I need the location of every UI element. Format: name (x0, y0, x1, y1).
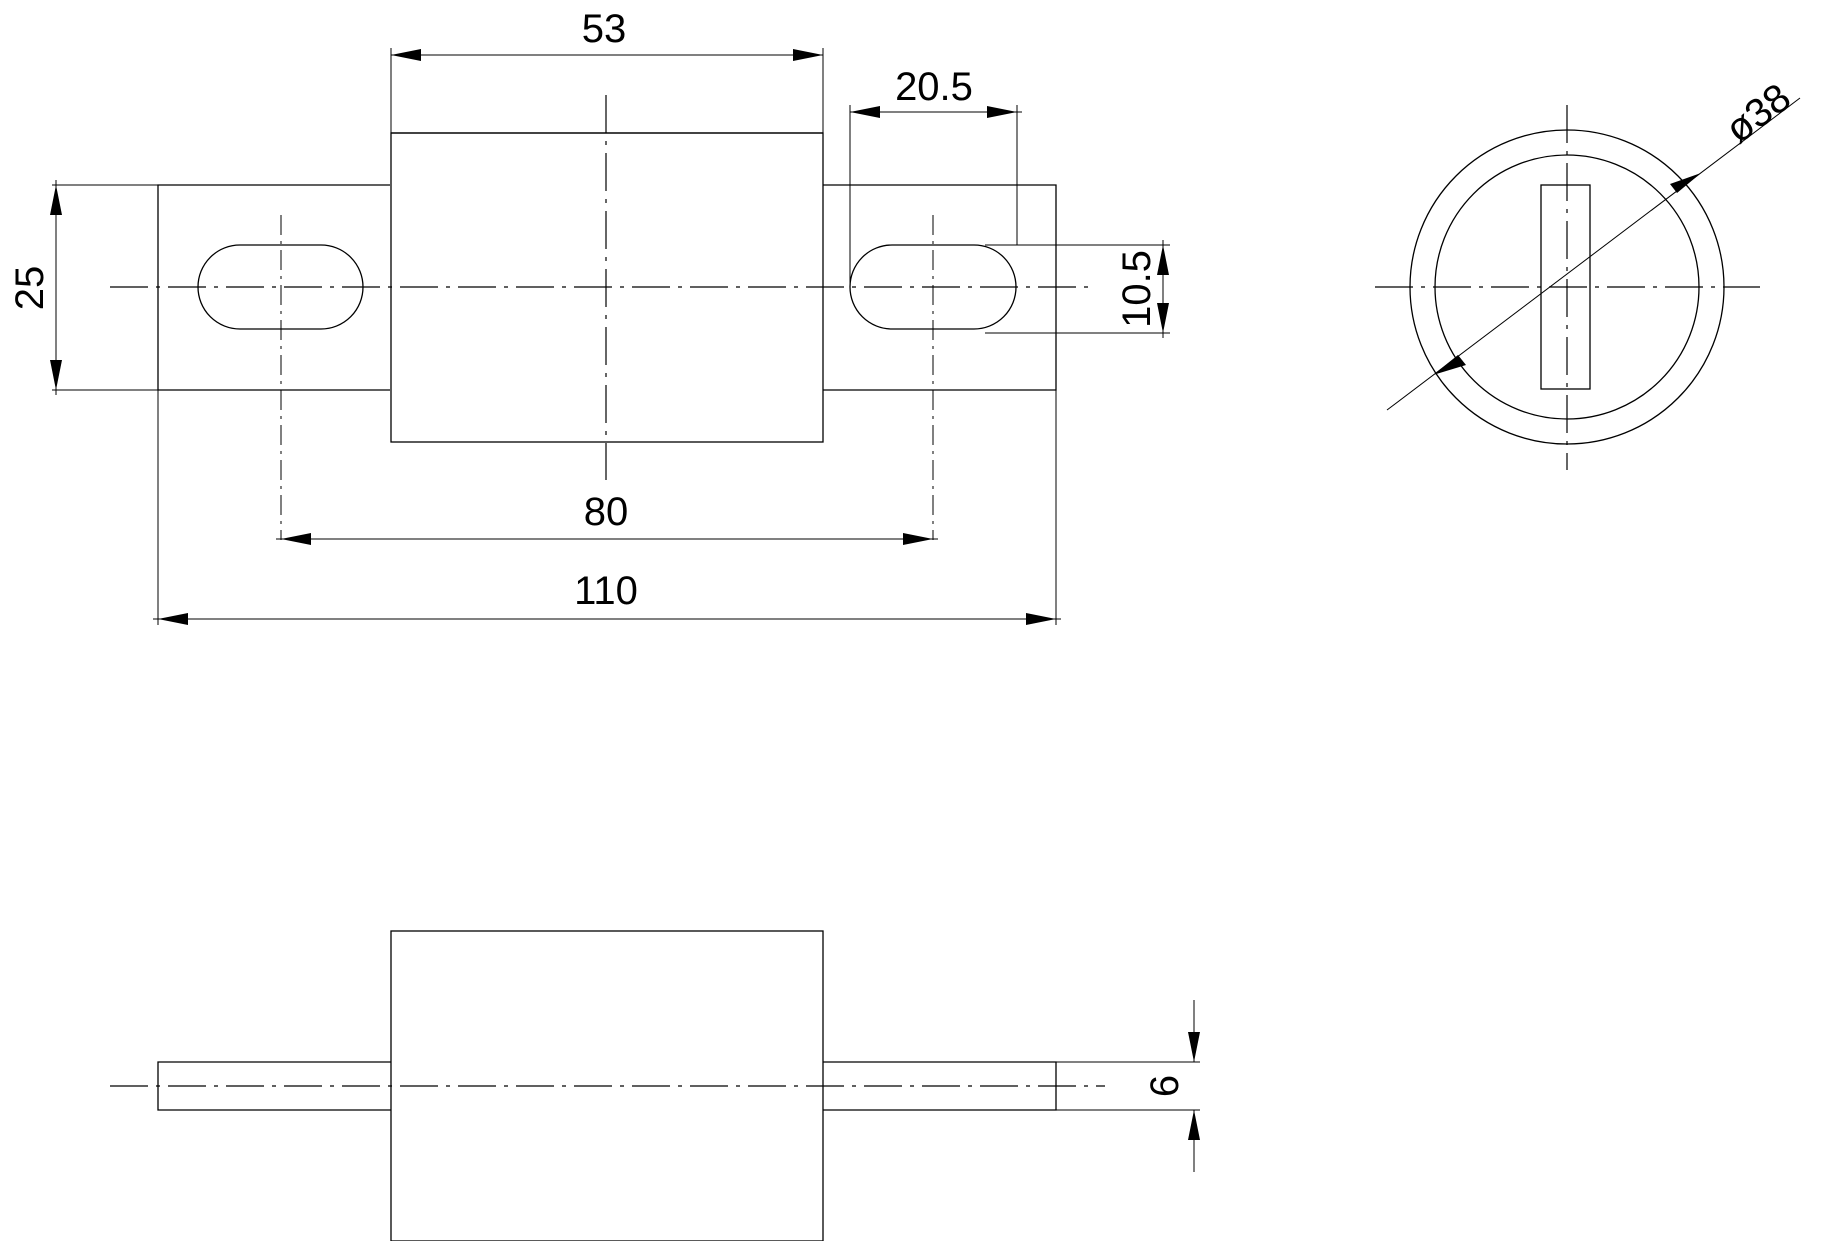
right-slot (849, 244, 1017, 330)
top-view (110, 95, 1095, 540)
left-slot (197, 244, 364, 330)
dimension-label-80: 80 (584, 490, 629, 534)
end-view: ø38 (1375, 75, 1801, 470)
dimension-label-diameter: ø38 (1717, 75, 1799, 152)
diameter-arrow-lower (1433, 355, 1466, 375)
dimension-label-53: 53 (582, 7, 627, 51)
dimension-6: 6 (1056, 1000, 1200, 1172)
dimension-label-6: 6 (1143, 1075, 1187, 1097)
diameter-arrow-upper (1670, 173, 1701, 193)
dimension-label-110: 110 (574, 569, 638, 613)
dimension-25: 25 (8, 180, 158, 395)
dimension-10-5: 10.5 (985, 240, 1170, 338)
side-view (110, 930, 1105, 1241)
dimension-110: 110 (153, 390, 1061, 625)
dimension-label-10-5: 10.5 (1115, 250, 1159, 328)
dimension-label-20-5: 20.5 (895, 65, 973, 109)
dimension-label-25: 25 (8, 266, 52, 311)
dimension-53: 53 (390, 7, 824, 133)
dimension-80: 80 (276, 490, 938, 545)
dimension-20-5: 20.5 (849, 65, 1022, 285)
